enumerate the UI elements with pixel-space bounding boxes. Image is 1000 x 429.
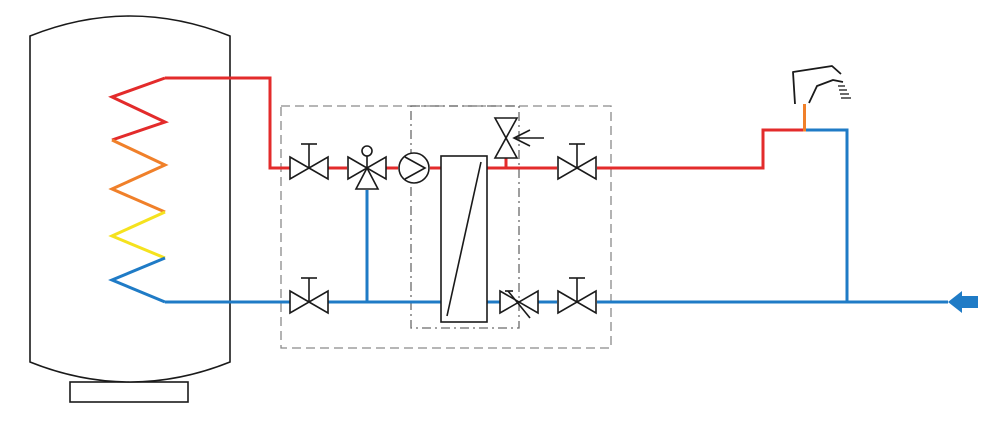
storage-tank — [29, 15, 231, 403]
domestic-hot-water-outlet-pipe — [597, 128, 803, 170]
primary-hot-supply-pipe — [165, 76, 290, 170]
thermostat-head-icon — [361, 145, 373, 157]
cold-water-to-tap-pipe — [806, 128, 849, 302]
transfer-station-housing — [280, 105, 612, 349]
cold-water-piping — [165, 128, 948, 304]
tank-base — [69, 381, 189, 403]
adjustable-balancing-valve[interactable] — [499, 289, 539, 319]
plate-heat-exchanger[interactable] — [440, 155, 488, 323]
shutoff-valve-primary-supply[interactable] — [289, 143, 329, 181]
thermostatic-mixing-valve[interactable] — [347, 145, 387, 190]
coil-segment-hot — [108, 76, 169, 142]
coil-segment-mid — [108, 210, 166, 260]
heating-coil — [108, 76, 169, 304]
shutoff-valve-primary-return[interactable] — [289, 277, 329, 315]
shutoff-valve-cold-inlet[interactable] — [557, 277, 597, 315]
heat-exchanger-module-housing — [410, 105, 520, 329]
hot-water-tap-icon[interactable] — [792, 65, 851, 105]
cold-water-inlet-arrow-icon — [948, 291, 978, 313]
coil-segment-warm — [108, 138, 169, 214]
flow-control-valve[interactable] — [493, 117, 544, 159]
hot-water-piping — [165, 76, 803, 170]
circulation-pump[interactable] — [398, 152, 430, 184]
tank-body — [29, 15, 231, 383]
coil-segment-cold — [108, 256, 166, 304]
shutoff-valve-hot-outlet[interactable] — [557, 143, 597, 181]
